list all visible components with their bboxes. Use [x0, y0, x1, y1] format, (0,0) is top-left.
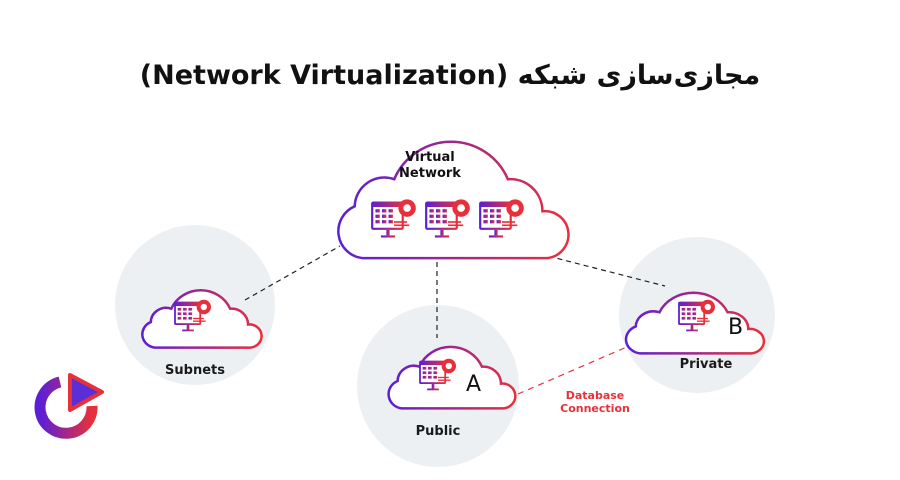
- private-label: Private: [679, 357, 733, 372]
- connection-private: [539, 253, 666, 287]
- subnets-label: Subnets: [165, 363, 225, 378]
- database-connection-label: Database Connection: [540, 389, 650, 415]
- brand-logo: [34, 373, 104, 439]
- public-cloud: [386, 345, 518, 411]
- virtual-network-line1: Virtual: [405, 150, 455, 165]
- database-connection-line: [517, 339, 644, 395]
- subnets-cloud: [140, 288, 264, 350]
- database-connection-line1: Database: [565, 389, 625, 402]
- connection-subnets: [244, 245, 341, 301]
- virtual-network-line2: Network: [399, 166, 461, 181]
- public-label: Public: [415, 424, 461, 439]
- public-cloud-letter: A: [466, 372, 482, 397]
- database-connection-line2: Connection: [560, 402, 630, 415]
- page-title: مجازی‌سازی شبکه (Network Virtualization): [139, 60, 761, 91]
- virtual-network-label: Virtual Network: [380, 150, 480, 182]
- private-cloud-letter: B: [728, 315, 744, 340]
- private-cloud: [624, 290, 766, 356]
